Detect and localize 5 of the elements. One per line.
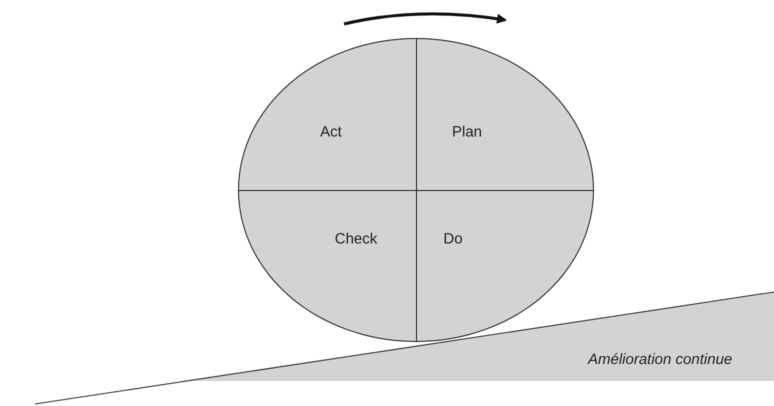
quadrant-label: Plan	[452, 124, 482, 140]
quadrant-label: Check	[334, 230, 378, 248]
slope-caption: Amélioration continue	[588, 351, 732, 368]
quadrant-label: Do	[443, 230, 463, 248]
quadrant-label: Act	[320, 124, 342, 140]
